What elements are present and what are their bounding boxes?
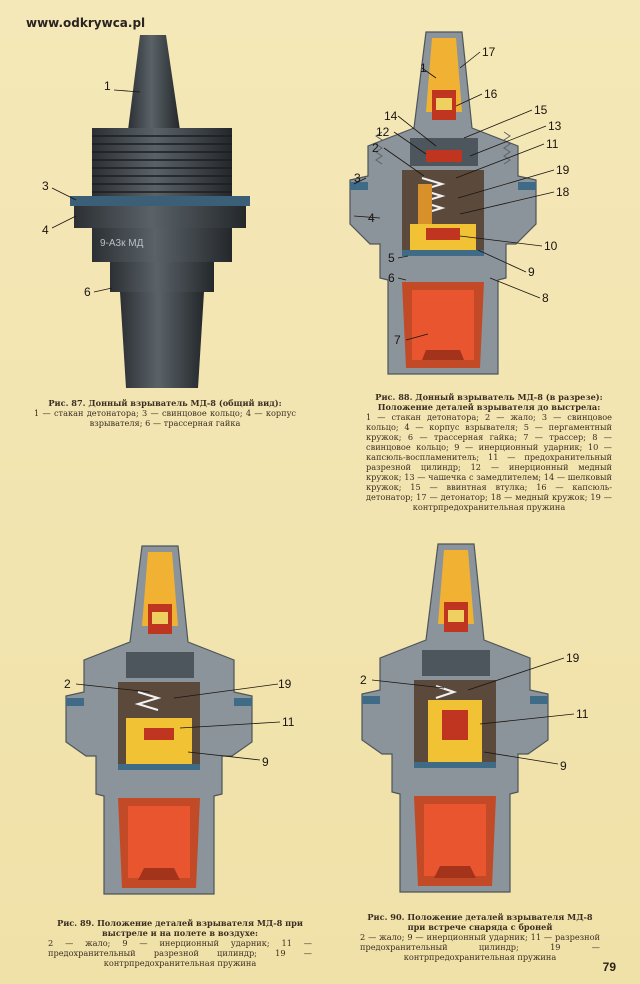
page-number: 79 <box>602 960 616 974</box>
fig88-label-10: 10 <box>544 239 558 253</box>
fig87-label-6: 6 <box>84 285 91 299</box>
fig87-caption: Рис. 87. Донный взрыватель МД-8 (общий в… <box>34 398 296 428</box>
fig88-label-12: 12 <box>376 125 390 139</box>
fig90-label-11: 11 <box>576 707 589 721</box>
fig88-label-18: 18 <box>556 185 570 199</box>
fig88-label-2: 2 <box>372 141 379 155</box>
fig90-illustration: 19 2 11 9 <box>352 540 612 900</box>
fig89-label-19: 19 <box>278 677 292 691</box>
fig87-illustration: 9-А3к МД 1 3 4 6 <box>40 30 280 390</box>
fig89-illustration: 2 19 11 9 <box>56 542 316 902</box>
fig88-caption-body: 1 — стакан детонатора; 2 — жало; 3 — сви… <box>366 412 612 512</box>
fig88-label-9: 9 <box>528 265 535 279</box>
fig88-illustration: 1 17 16 15 14 13 12 2 11 19 3 18 4 10 5 … <box>340 28 620 388</box>
fig88-label-3: 3 <box>354 171 361 185</box>
fig90-caption: Рис. 90. Положение деталей взрывателя МД… <box>360 912 600 962</box>
fig89-caption-head: Рис. 89. Положение деталей взрывателя МД… <box>57 918 303 938</box>
fig89-label-2: 2 <box>64 677 71 691</box>
fig87-marking: 9-А3к МД <box>100 238 144 249</box>
fig88-caption-head: Рис. 88. Донный взрыватель МД-8 (в разре… <box>375 392 603 402</box>
fig90-label-19: 19 <box>566 651 580 665</box>
fig88-label-13: 13 <box>548 119 562 133</box>
fig88-label-14: 14 <box>384 109 398 123</box>
fig87-label-1: 1 <box>104 79 111 93</box>
fig89-caption: Рис. 89. Положение деталей взрывателя МД… <box>48 918 312 968</box>
fig88-label-4: 4 <box>368 211 375 225</box>
fig89-caption-body: 2 — жало; 9 — инерционный ударник; 11 — … <box>48 938 312 968</box>
fig88-label-6: 6 <box>388 271 395 285</box>
fig88-label-17: 17 <box>482 45 496 59</box>
fig87-caption-head: Рис. 87. Донный взрыватель МД-8 (общий в… <box>48 398 282 408</box>
fig90-caption-body: 2 — жало; 9 — инерционный ударник; 11 — … <box>360 932 600 962</box>
fig90-caption-head: Рис. 90. Положение деталей взрывателя МД… <box>367 912 593 932</box>
fig87-label-4: 4 <box>42 223 49 237</box>
fig88-label-11: 11 <box>546 137 559 151</box>
fig88-caption: Рис. 88. Донный взрыватель МД-8 (в разре… <box>366 392 612 512</box>
fig88-label-1: 1 <box>420 61 427 75</box>
fig90-label-9: 9 <box>560 759 567 773</box>
fig88-label-8: 8 <box>542 291 549 305</box>
fig88-label-5: 5 <box>388 251 395 265</box>
watermark: www.odkrywca.pl <box>26 16 146 30</box>
fig88-label-16: 16 <box>484 87 498 101</box>
fig89-label-9: 9 <box>262 755 269 769</box>
fig90-label-2: 2 <box>360 673 367 687</box>
fig88-label-15: 15 <box>534 103 548 117</box>
fig88-label-7: 7 <box>394 333 401 347</box>
fig89-label-11: 11 <box>282 715 295 729</box>
fig88-caption-sub: Положение деталей взрывателя до выстрела… <box>377 402 601 412</box>
fig88-label-19: 19 <box>556 163 570 177</box>
fig87-caption-body: 1 — стакан детонатора; 3 — свинцовое кол… <box>34 408 296 428</box>
fig87-label-3: 3 <box>42 179 49 193</box>
